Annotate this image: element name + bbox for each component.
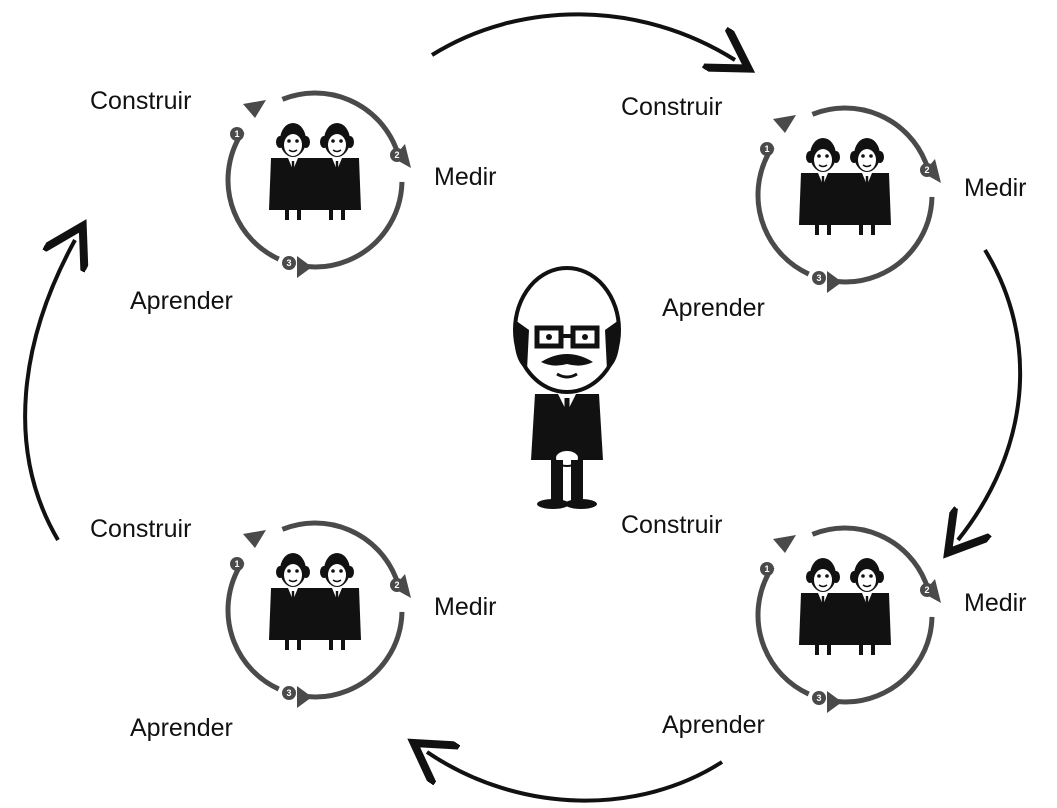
outer-arrow-right	[958, 248, 1023, 540]
measure-label-bottom-right: Medir	[964, 589, 1027, 617]
measure-label-top-right: Medir	[964, 174, 1027, 202]
build-label-top-right: Construir	[621, 93, 723, 121]
learn-label-bottom-right: Aprender	[662, 711, 765, 739]
build-label-top-left: Construir	[90, 87, 192, 115]
team-cycle-top-right	[732, 82, 959, 309]
learn-label-top-right: Aprender	[662, 294, 765, 322]
manager-figure	[513, 266, 621, 509]
build-label-bottom-right: Construir	[621, 511, 723, 539]
measure-label-bottom-left: Medir	[434, 593, 497, 621]
outer-arrow-top	[430, 12, 735, 60]
team-cycle-bottom-right	[732, 502, 959, 729]
team-cycle-bottom-left	[202, 497, 429, 724]
outer-arrow-bottom	[427, 752, 724, 803]
learn-label-top-left: Aprender	[130, 287, 233, 315]
learn-label-bottom-left: Aprender	[130, 714, 233, 742]
outer-arrow-left	[23, 240, 75, 542]
team-cycle-top-left	[202, 67, 429, 294]
measure-label-top-left: Medir	[434, 163, 497, 191]
build-label-bottom-left: Construir	[90, 515, 192, 543]
